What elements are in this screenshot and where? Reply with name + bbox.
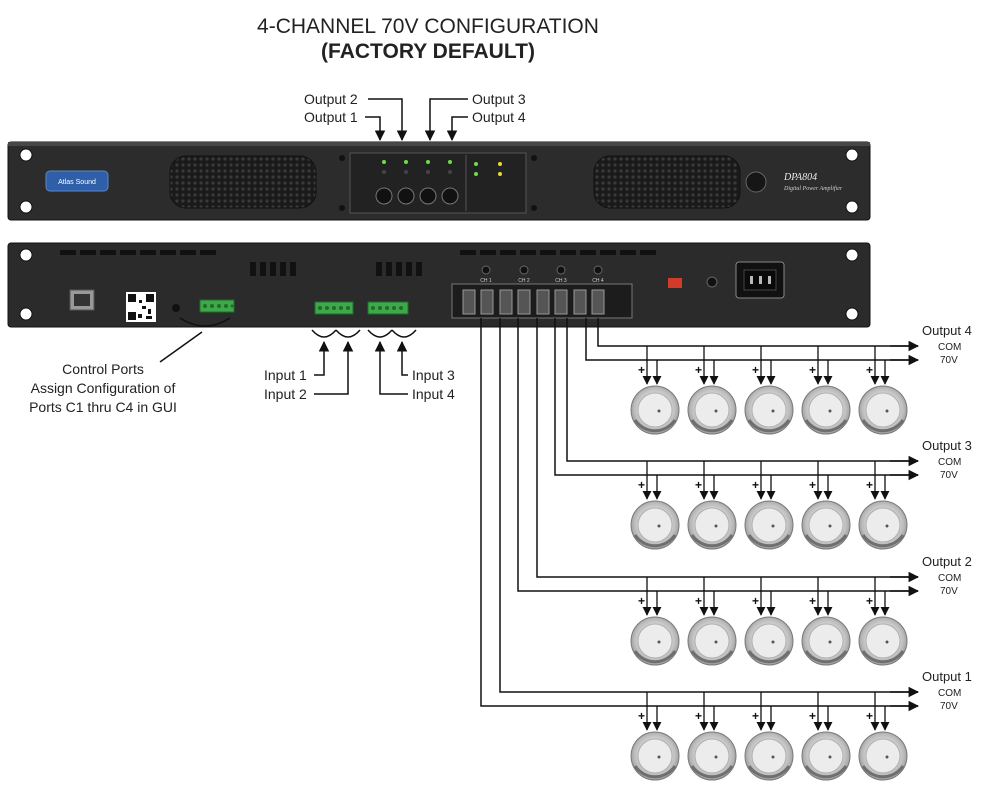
ceiling-speaker: + <box>801 577 851 666</box>
polarity-plus: + <box>809 709 816 723</box>
rear-vent-slots <box>60 250 656 276</box>
ceiling-speaker: + <box>630 346 680 435</box>
polarity-plus: + <box>695 709 702 723</box>
brand-logo <box>45 170 109 192</box>
terminal-label-ch1: CH 1 <box>480 278 492 284</box>
polarity-plus: + <box>752 363 759 377</box>
terminal-label-ch2: CH 2 <box>518 278 530 284</box>
ceiling-speaker: + <box>801 692 851 781</box>
polarity-plus: + <box>695 478 702 492</box>
polarity-plus: + <box>866 478 873 492</box>
front-vent-left <box>169 155 317 209</box>
gain-knobs <box>375 187 459 205</box>
terminal-label-ch4: CH 4 <box>592 278 604 284</box>
output-label: Output 3 <box>922 438 972 453</box>
front-panel: Atlas Sound DPA804 Digital Power Amplifi… <box>7 141 871 221</box>
label-output-1-front: Output 1 <box>304 109 358 125</box>
output-group-output-3: Output 3 COM 70V + + + + + <box>630 438 972 550</box>
ceiling-speaker: + <box>858 461 908 550</box>
com-label: COM <box>938 688 961 699</box>
voltage-label: 70V <box>940 586 958 597</box>
control-ports-desc-2: Ports C1 thru C4 in GUI <box>29 399 177 415</box>
terminal-label-ch3: CH 3 <box>555 278 567 284</box>
ceiling-speaker: + <box>858 577 908 666</box>
label-input-4: Input 4 <box>412 386 455 402</box>
model-subtitle: Digital Power Amplifier <box>783 185 843 192</box>
diagram-subtitle: (FACTORY DEFAULT) <box>321 40 535 63</box>
polarity-plus: + <box>638 709 645 723</box>
control-ports-label: Control Ports <box>62 361 144 377</box>
signal-leds <box>382 160 502 176</box>
output-label: Output 4 <box>922 323 972 338</box>
ceiling-speaker: + <box>630 461 680 550</box>
control-ports-desc-1: Assign Configuration of <box>31 380 176 396</box>
front-vent-right <box>593 155 741 209</box>
label-input-1: Input 1 <box>264 367 307 383</box>
label-input-3: Input 3 <box>412 367 455 383</box>
brand-name: Atlas Sound <box>58 179 96 186</box>
polarity-plus: + <box>695 363 702 377</box>
ceiling-speaker: + <box>858 692 908 781</box>
front-control-panel <box>349 152 527 214</box>
polarity-plus: + <box>866 709 873 723</box>
ceiling-speaker: + <box>687 692 737 781</box>
power-button <box>745 171 767 193</box>
output-group-output-4: Output 4 COM 70V + + + + + <box>630 323 972 435</box>
ceiling-speaker: + <box>744 346 794 435</box>
output-label: Output 2 <box>922 554 972 569</box>
rear-panel: CH 1 CH 2 CH 3 CH 4 <box>7 242 871 328</box>
polarity-plus: + <box>752 709 759 723</box>
input-callouts: Input 1 Input 2 Input 3 Input 4 <box>264 329 455 402</box>
ceiling-speaker: + <box>801 461 851 550</box>
output-group-output-2: Output 2 COM 70V + + + + + <box>630 554 972 666</box>
ceiling-speaker: + <box>744 461 794 550</box>
control-ports-callout: Control Ports Assign Configuration of Po… <box>29 317 231 415</box>
polarity-plus: + <box>638 363 645 377</box>
model-name: DPA804 <box>783 172 817 183</box>
ceiling-speaker: + <box>687 346 737 435</box>
polarity-plus: + <box>809 363 816 377</box>
ceiling-speaker: + <box>687 461 737 550</box>
com-label: COM <box>938 342 961 353</box>
polarity-plus: + <box>752 478 759 492</box>
output-terminals <box>462 289 605 315</box>
label-output-2-front: Output 2 <box>304 91 358 107</box>
ceiling-speaker: + <box>744 577 794 666</box>
polarity-plus: + <box>638 478 645 492</box>
terminal-wires <box>480 318 918 707</box>
voltage-label: 70V <box>940 355 958 366</box>
dip-switch <box>668 278 682 288</box>
voltage-label: 70V <box>940 470 958 481</box>
polarity-plus: + <box>866 363 873 377</box>
ceiling-speaker: + <box>687 577 737 666</box>
polarity-plus: + <box>752 594 759 608</box>
output-label: Output 1 <box>922 669 972 684</box>
label-input-2: Input 2 <box>264 386 307 402</box>
ceiling-speaker: + <box>630 577 680 666</box>
label-output-3-front: Output 3 <box>472 91 526 107</box>
polarity-plus: + <box>809 478 816 492</box>
polarity-plus: + <box>809 594 816 608</box>
ceiling-speaker: + <box>630 692 680 781</box>
output-group-output-1: Output 1 COM 70V + + + + + <box>630 669 972 781</box>
polarity-plus: + <box>695 594 702 608</box>
com-label: COM <box>938 457 961 468</box>
com-label: COM <box>938 573 961 584</box>
polarity-plus: + <box>638 594 645 608</box>
polarity-plus: + <box>866 594 873 608</box>
diagram-title: 4-CHANNEL 70V CONFIGURATION <box>257 15 599 38</box>
ceiling-speaker: + <box>744 692 794 781</box>
ceiling-speaker: + <box>801 346 851 435</box>
ceiling-speaker: + <box>858 346 908 435</box>
voltage-label: 70V <box>940 701 958 712</box>
front-output-callouts: Output 2 Output 1 Output 3 Output 4 <box>304 91 526 142</box>
label-output-4-front: Output 4 <box>472 109 526 125</box>
